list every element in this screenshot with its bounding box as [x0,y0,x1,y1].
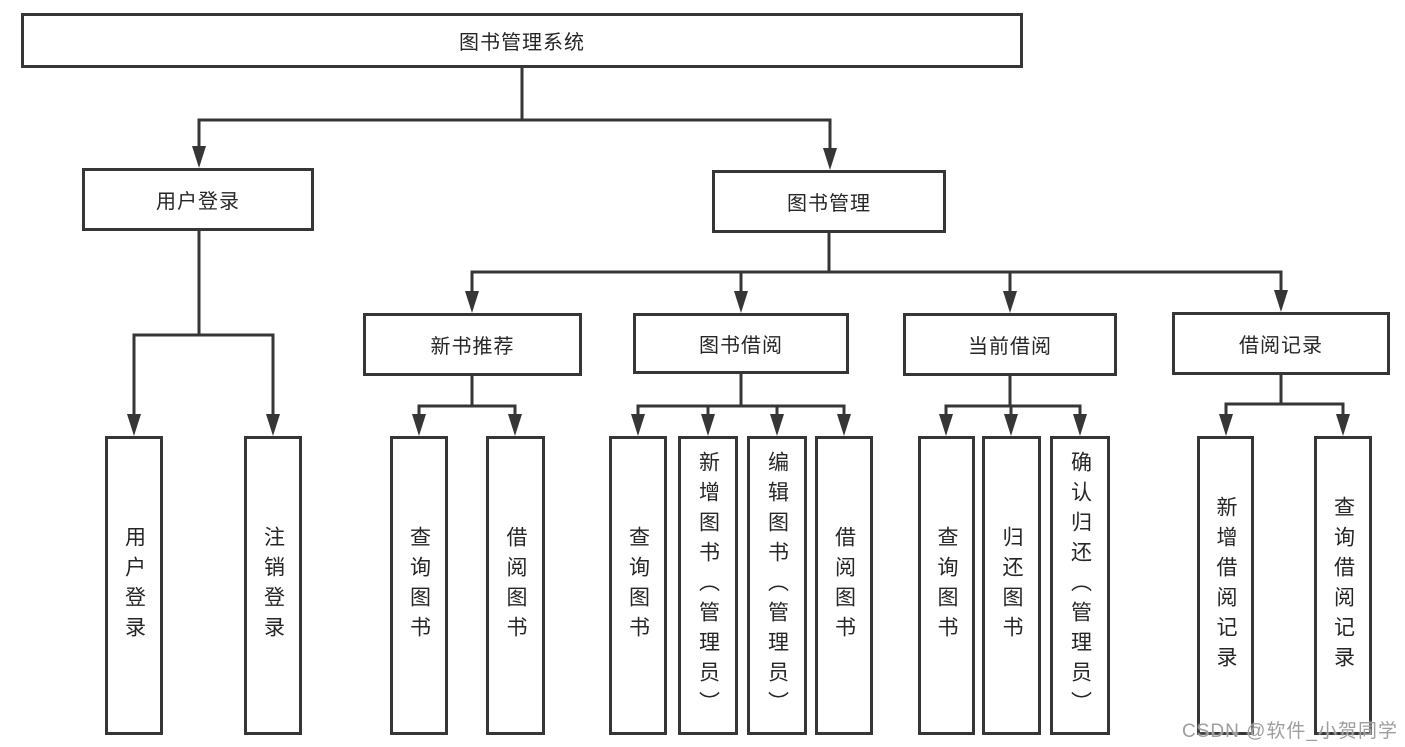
leaf-user-login: 用户登录 [105,436,163,735]
arrowhead [412,414,426,436]
arrowhead [770,414,784,436]
node-book-borrow: 图书借阅 [633,313,849,374]
leaf-borrow-edit: 编辑图书（管理员） [747,436,807,735]
connector-current-borrow-children [939,376,1087,436]
node-book-mgmt: 图书管理 [712,170,946,233]
leaf-current-confirm: 确认归还（管理员） [1050,436,1110,735]
node-current-borrow: 当前借阅 [903,313,1117,376]
arrowhead [508,414,522,436]
arrowhead [631,414,645,436]
arrowhead [734,291,748,313]
node-user-login: 用户登录 [82,168,314,231]
arrowhead [701,414,715,436]
arrowhead [1336,414,1350,436]
arrowhead [939,414,953,436]
csdn-watermark: CSDN @软件_小贺同学 [1182,721,1398,742]
connector-book-mgmt-children [465,233,1288,313]
connector-user-login-children [127,231,280,436]
connector-borrow-records-children [1219,375,1350,436]
arrowhead [1274,290,1288,312]
arrowhead [127,414,141,436]
arrowhead [266,414,280,436]
leaf-borrow-query: 查询图书 [609,436,667,735]
leaf-borrow-borrow: 借阅图书 [815,436,873,735]
arrowhead [823,148,837,170]
leaf-newbooks-borrow: 借阅图书 [486,436,545,735]
node-new-books: 新书推荐 [363,313,582,376]
leaf-current-query: 查询图书 [918,436,975,735]
node-root: 图书管理系统 [21,13,1023,68]
leaf-records-add: 新增借阅记录 [1197,436,1254,735]
arrowhead [465,291,479,313]
leaf-records-query: 查询借阅记录 [1314,436,1372,735]
arrowhead [1073,414,1087,436]
connector-new-books-children [412,376,522,436]
arrowhead [837,414,851,436]
leaf-user-logout: 注销登录 [244,436,302,735]
node-borrow-records: 借阅记录 [1172,312,1390,375]
arrowhead [192,146,206,168]
arrowhead [1219,414,1233,436]
leaf-borrow-add: 新增图书（管理员） [678,436,738,735]
connector-book-borrow-children [631,374,851,436]
leaf-current-return: 归还图书 [982,436,1041,735]
connector-root-to-level2 [192,68,837,170]
arrowhead [1003,291,1017,313]
leaf-newbooks-query: 查询图书 [390,436,448,735]
arrowhead [1004,414,1018,436]
